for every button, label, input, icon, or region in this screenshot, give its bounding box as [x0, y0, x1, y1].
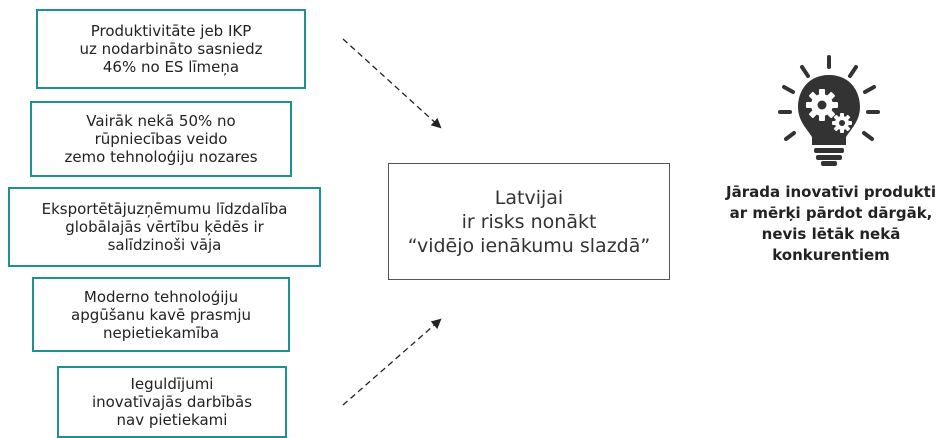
conclusion-text: Jārada inovatīvi produkti ar mērķi pārdo…: [726, 183, 936, 264]
cause-text-value-chains: Eksportētājuzņēmumu līdzdalība globālajā…: [41, 200, 288, 254]
cause-box-investment: Ieguldījumi inovatīvajās darbībās nav pi…: [57, 366, 287, 438]
conclusion-text-block: Jārada inovatīvi produkti ar mērķi pārdo…: [712, 182, 950, 266]
cause-text-low-tech: Vairāk nekā 50% no rūpniecības veido zem…: [64, 112, 258, 166]
cause-text-productivity: Produktivitāte jeb IKP uz nodarbināto sa…: [79, 22, 263, 76]
central-risk-text: Latvijai ir risks nonākt “vidējo ienākum…: [407, 186, 651, 257]
arrow-top: [342, 38, 442, 129]
cause-box-low-tech: Vairāk nekā 50% no rūpniecības veido zem…: [30, 101, 292, 177]
cause-text-investment: Ieguldījumi inovatīvajās darbībās nav pi…: [91, 375, 253, 429]
lightbulb-gears-icon: [778, 55, 880, 166]
cause-box-skills: Moderno tehnoloģiju apgūšanu kavē prasmj…: [32, 277, 290, 352]
central-risk-box: Latvijai ir risks nonākt “vidējo ienākum…: [388, 163, 670, 280]
cause-text-skills: Moderno tehnoloģiju apgūšanu kavē prasmj…: [71, 287, 251, 342]
cause-box-productivity: Produktivitāte jeb IKP uz nodarbināto sa…: [36, 9, 306, 89]
arrow-bottom: [342, 318, 442, 406]
cause-box-value-chains: Eksportētājuzņēmumu līdzdalība globālajā…: [8, 187, 321, 267]
